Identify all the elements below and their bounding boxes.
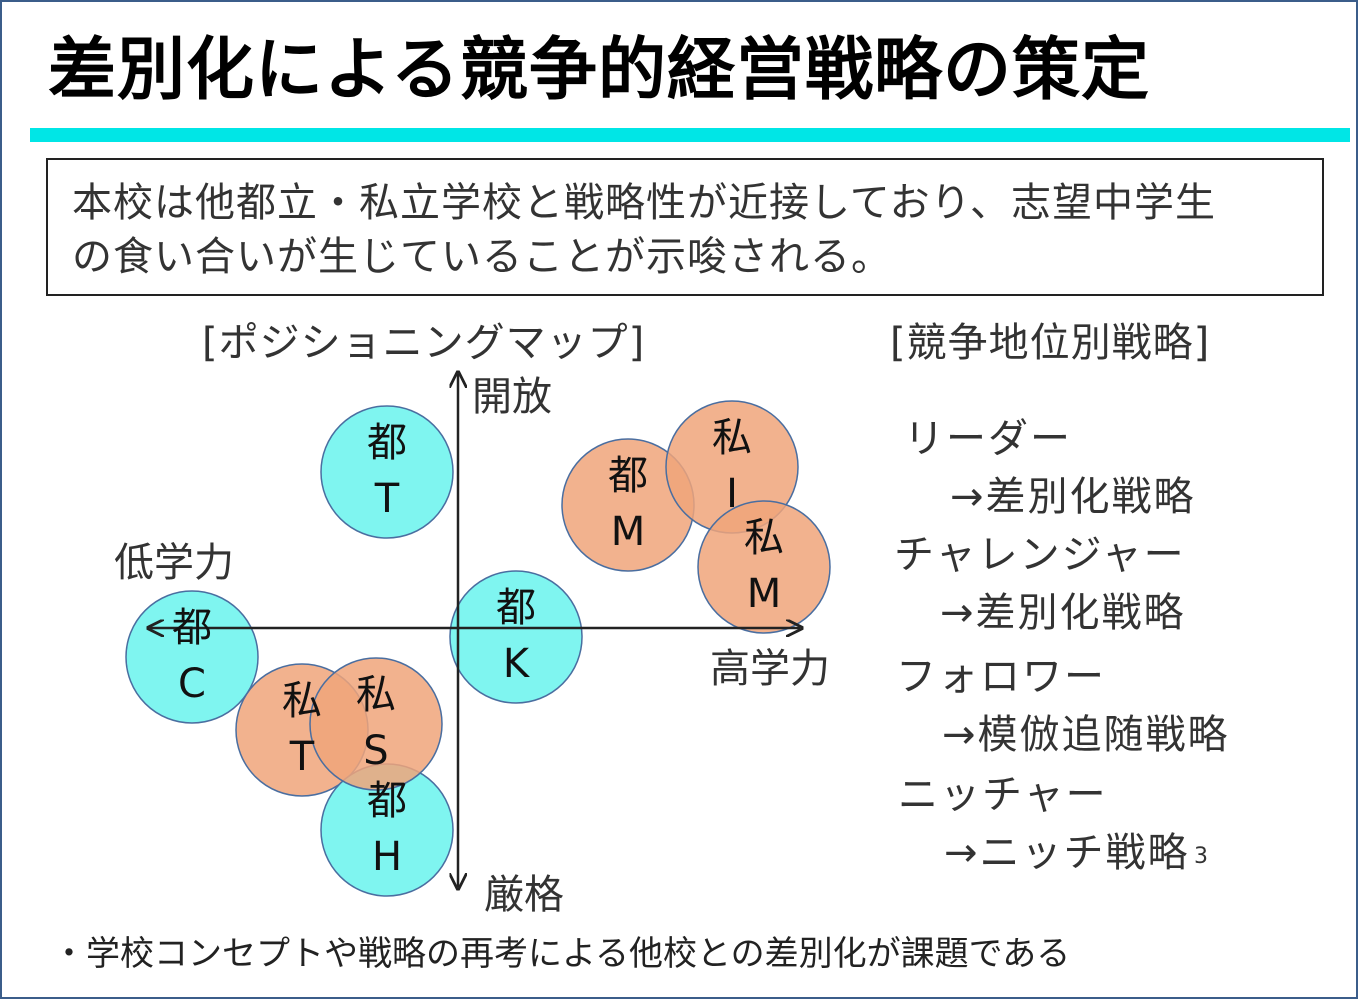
strategy-follower: フォロワー →模倣追随戦略: [896, 644, 1230, 760]
title-accent-bar: [30, 128, 1350, 142]
strategy-nicher: ニッチャー →ニッチ戦略: [898, 762, 1190, 878]
school-label-initial: C: [178, 661, 206, 707]
competitive-strategy-heading: [競争地位別戦略]: [890, 320, 1211, 366]
school-label-kanji: 私: [356, 672, 396, 718]
axis-label-open: 開放: [472, 374, 552, 420]
school-label-kanji: 都: [496, 585, 536, 631]
axis-label-low-ability: 低学力: [114, 540, 234, 586]
strategy-type-follower: →模倣追随戦略: [942, 712, 1230, 758]
strategy-position-challenger: チャレンジャー: [894, 532, 1186, 578]
school-label-initial: K: [503, 641, 531, 687]
school-label-kanji: 私: [712, 415, 752, 461]
strategy-position-follower: フォロワー: [896, 654, 1106, 700]
summary-box: 本校は他都立・私立学校と戦略性が近接しており、志望中学生 の食い合いが生じている…: [46, 158, 1324, 296]
page-number: 3: [1194, 844, 1208, 869]
school-label-initial: S: [363, 728, 388, 774]
strategy-type-leader: →差別化戦略: [950, 474, 1196, 520]
strategy-position-nicher: ニッチャー: [898, 772, 1108, 818]
footnote-text: ・学校コンセプトや戦略の再考による他校との差別化が課題である: [52, 934, 1071, 974]
school-circle-私S: [309, 657, 443, 791]
summary-line-2: の食い合いが生じていることが示唆される。: [72, 234, 892, 280]
summary-line-1: 本校は他都立・私立学校と戦略性が近接しており、志望中学生: [72, 180, 1216, 226]
school-label-kanji: 私: [282, 678, 322, 724]
slide-title: 差別化による競争的経営戦略の策定: [48, 31, 1150, 110]
strategy-type-challenger: →差別化戦略: [940, 590, 1186, 636]
school-label-initial: I: [726, 471, 738, 517]
school-label-initial: M: [747, 571, 782, 617]
school-label-kanji: 私: [744, 515, 784, 561]
school-label-kanji: 都: [367, 778, 407, 824]
axis-label-high-ability: 高学力: [710, 646, 830, 692]
school-label-initial: M: [611, 509, 646, 555]
strategy-position-leader: リーダー: [904, 416, 1072, 462]
strategy-type-nicher: →ニッチ戦略: [944, 830, 1190, 876]
school-label-initial: H: [372, 834, 402, 880]
strategy-leader: リーダー →差別化戦略: [904, 406, 1196, 522]
school-label-kanji: 都: [367, 420, 407, 466]
axis-label-strict: 厳格: [484, 872, 564, 918]
positioning-map-heading: [ポジショニングマップ]: [202, 320, 646, 366]
school-label-initial: T: [374, 476, 400, 522]
school-label-kanji: 都: [172, 605, 212, 651]
school-label-initial: T: [289, 734, 315, 780]
strategy-challenger: チャレンジャー →差別化戦略: [894, 522, 1186, 638]
school-label-kanji: 都: [608, 453, 648, 499]
